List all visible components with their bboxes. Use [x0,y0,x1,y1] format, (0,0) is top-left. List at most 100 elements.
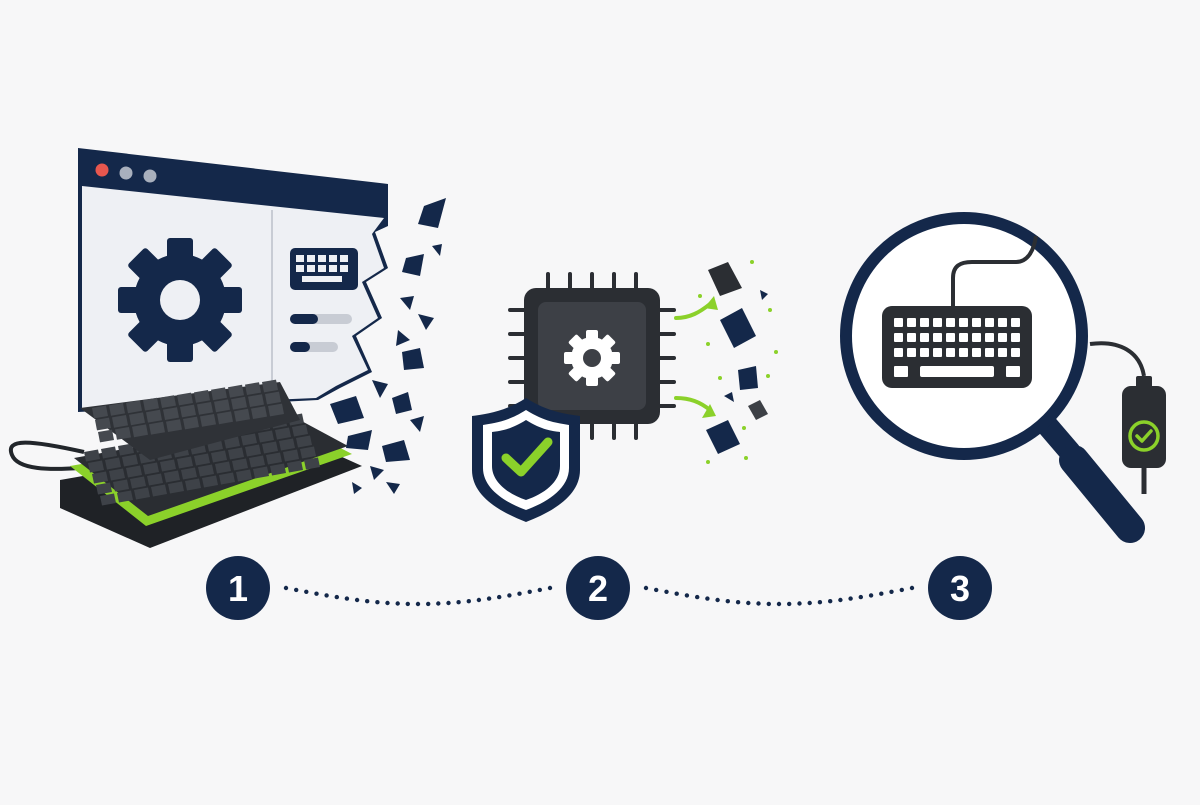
keycap [933,318,942,327]
connector-dot [643,585,649,591]
connector-dot [715,597,720,603]
keycap [985,333,994,342]
step2-illustration [472,260,778,522]
keycap [907,333,916,342]
keycap [1006,366,1020,377]
keycap [168,481,184,494]
keycap [933,333,942,342]
connector-dot [746,600,751,606]
keycap [147,473,163,486]
keycap [163,407,179,420]
connector-dot [517,591,522,596]
keycap [112,415,128,428]
sorted-fragments [698,260,778,464]
keycap [115,427,131,440]
keycap [249,455,265,468]
keycap [894,318,903,327]
connector-dot [527,589,532,594]
keycap [279,438,295,451]
keycap [907,348,916,357]
keycap [959,333,968,342]
keycap [998,348,1007,357]
keycap [129,412,145,426]
keycap [92,405,108,419]
keycap [920,333,929,342]
keycap [933,348,942,357]
connector-dot [705,596,710,601]
keycap [214,399,230,413]
connector-dot [807,600,812,606]
connector-dot [909,585,915,591]
connector-dot [725,599,730,604]
keycap [907,318,916,327]
step-timeline: 1 2 3 [206,556,992,620]
connector-dot [674,591,679,596]
keycap [88,460,104,473]
keycap [236,469,252,482]
keycap [946,318,955,327]
connector-dot [828,599,833,604]
connector-dot [507,593,512,598]
keycap [194,453,210,466]
keycap [1011,318,1020,327]
keycap [143,462,159,475]
keycap [894,366,908,377]
keycap [134,487,150,500]
keycap [164,470,180,483]
keycap [959,318,968,327]
magnifier-handle [1035,413,1145,543]
keycap [253,466,269,479]
keycap [98,429,114,443]
connector-dot [415,601,421,607]
keycap [160,395,176,408]
keycap [894,348,903,357]
usb-cable [951,235,1038,306]
keycap [245,382,261,395]
keycap [266,452,282,465]
keyboard-icon [290,248,358,290]
connector-dot [436,601,441,606]
keycap [304,457,320,470]
keycap [84,449,100,462]
keycap [122,454,138,467]
keycap [96,482,112,495]
keycap [132,424,148,438]
keycap [946,333,955,342]
keycap [251,406,267,419]
keycap [215,461,231,474]
keycap [146,409,162,423]
connector-dot [858,594,863,600]
arrow-down-icon [674,396,712,412]
keycap [300,446,316,459]
keycap [245,444,261,457]
connector-dot [497,594,502,600]
keycap [180,404,196,418]
keycap [166,419,182,432]
keycap [197,402,213,415]
keycap [228,384,244,398]
keycap [198,464,214,477]
keycap [972,318,981,327]
connector-dot [456,600,461,605]
keycap [1011,348,1020,357]
connector-dot [324,593,329,598]
connector-dot [294,587,299,593]
keycap [258,430,274,443]
keycap [920,348,929,357]
keycap [224,436,240,449]
keycap [100,493,116,506]
keycap [283,449,299,462]
keycap [972,348,981,357]
connector-dot [466,599,471,604]
connector-dot [879,591,884,596]
connector-dot [385,600,390,606]
connector-dot [365,599,370,604]
keycap [985,318,994,327]
keycap [270,463,286,476]
keycap [109,403,125,416]
connector-dot [787,601,792,607]
connector-dot [405,601,410,607]
keycap [217,411,233,425]
processor-chip-icon [508,272,676,440]
